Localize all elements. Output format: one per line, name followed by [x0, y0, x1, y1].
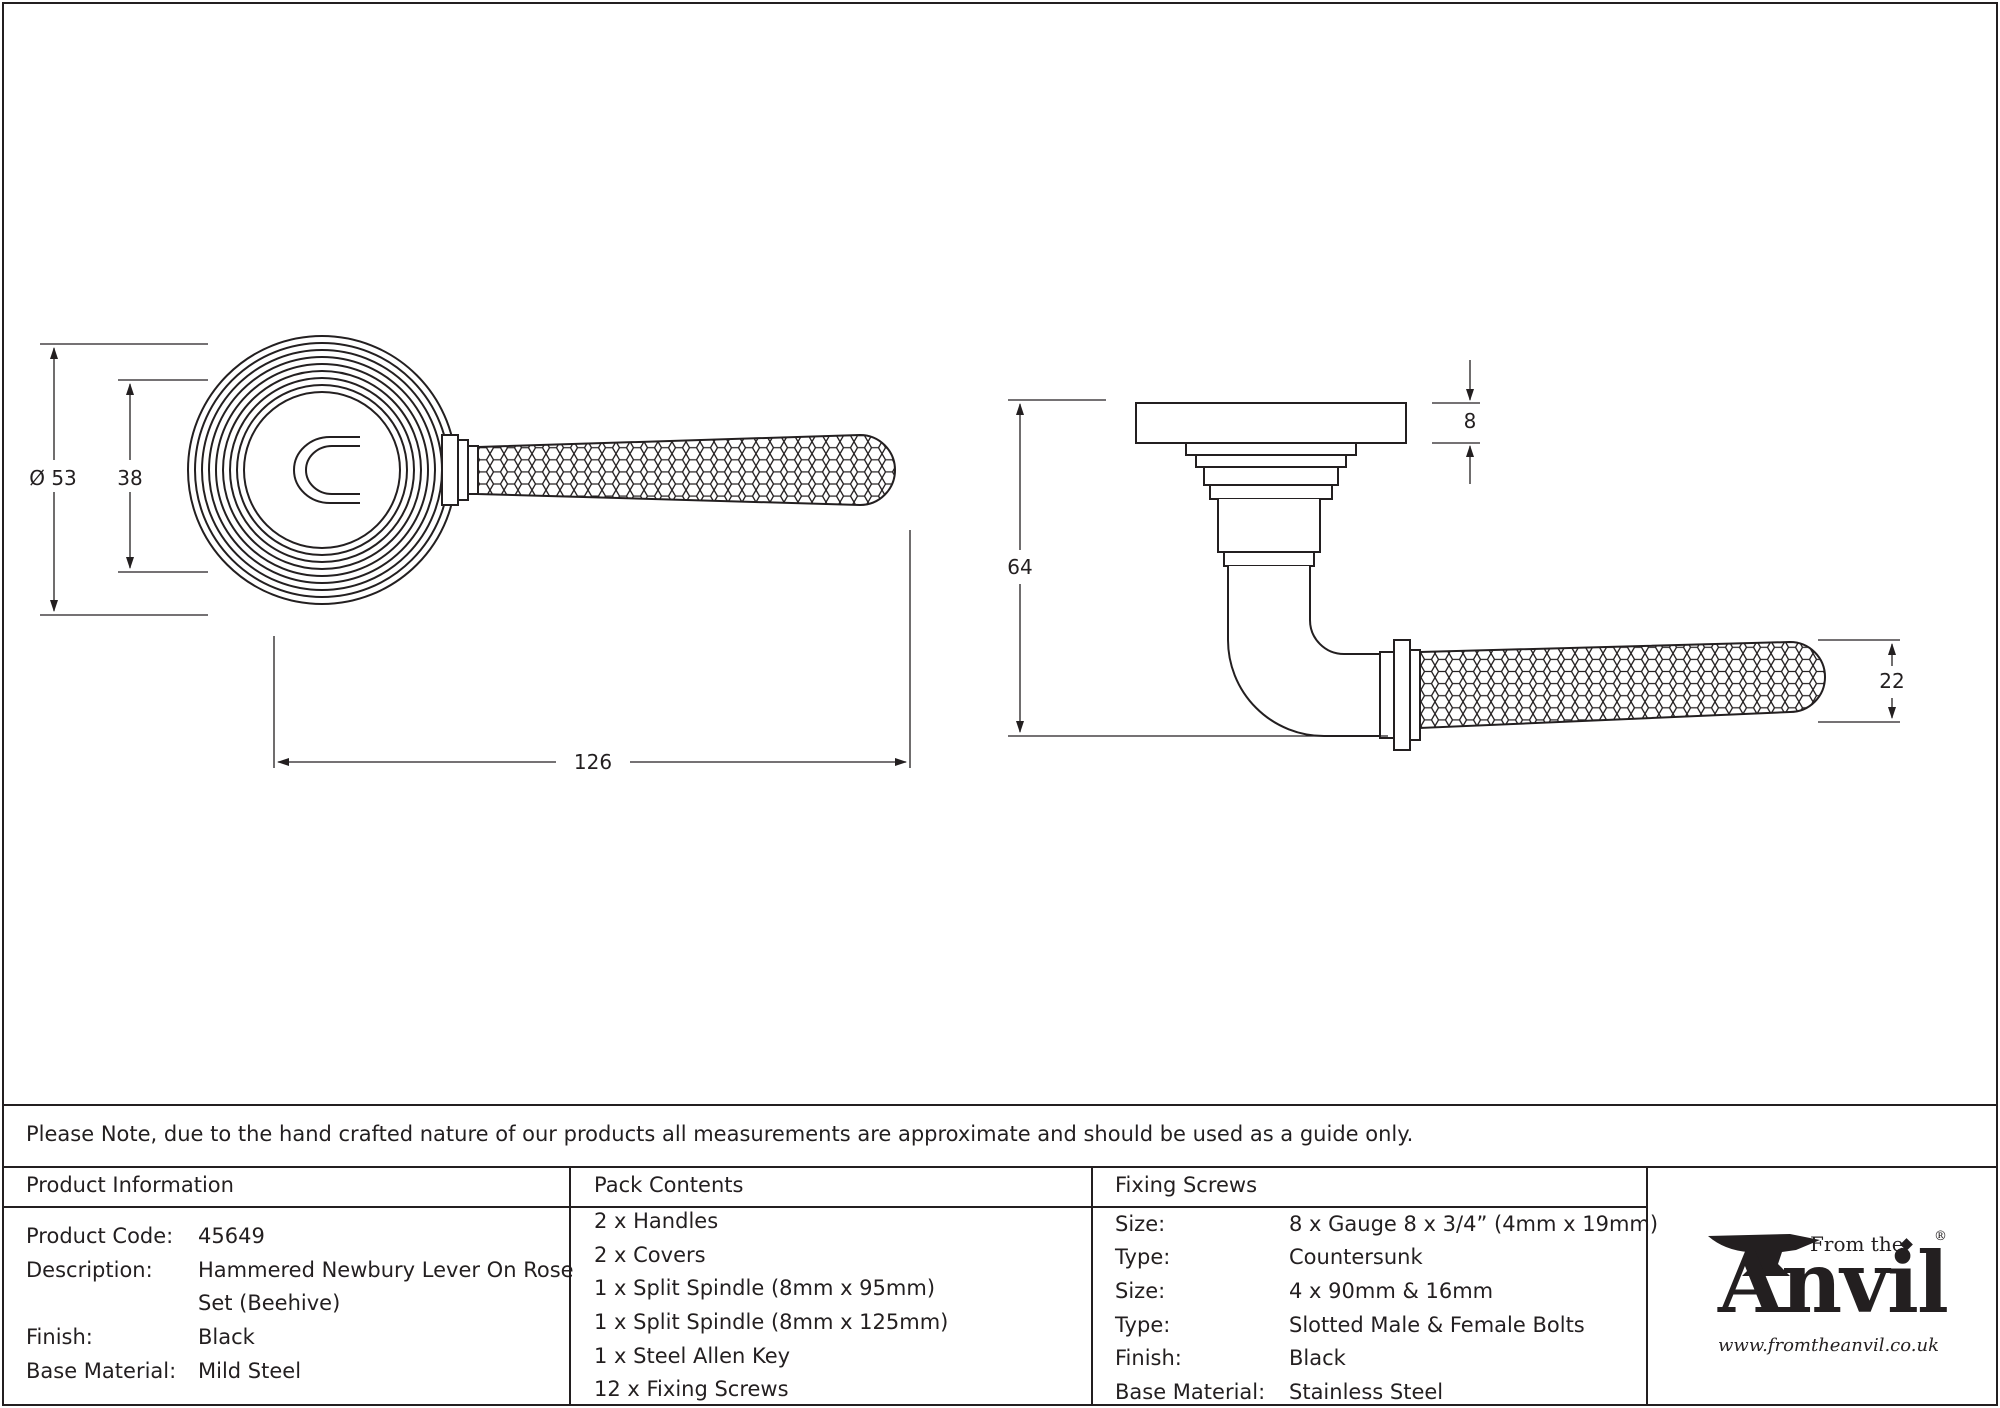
description-value: Hammered Newbury Lever On Rose [198, 1258, 574, 1282]
side-view [1135, 402, 1826, 751]
description-label: Description: [26, 1258, 153, 1282]
lever-grip [477, 433, 896, 507]
list-item: 1 x Split Spindle (8mm x 125mm) [594, 1310, 949, 1334]
list-item: 2 x Covers [594, 1243, 706, 1267]
front-dimensions [40, 343, 911, 768]
dim-rose-inner: 38 [117, 466, 142, 490]
dim-lever-length: 126 [574, 750, 612, 774]
list-item: 2 x Handles [594, 1209, 719, 1233]
lever-elbow [1227, 566, 1381, 737]
from-the-anvil-logo: From the ® Anvil www.fromtheanvil.co.uk [1648, 1168, 1998, 1406]
table-divider [1646, 1166, 1648, 1406]
list-item: 1 x Split Spindle (8mm x 95mm) [594, 1276, 936, 1300]
base-material-value: Mild Steel [198, 1359, 302, 1383]
base-material-label: Base Material: [26, 1359, 177, 1383]
table-divider [569, 1166, 571, 1406]
finish-label: Finish: [26, 1325, 93, 1349]
screw-size-label: Size: [1115, 1212, 1166, 1236]
side-grip [1419, 640, 1826, 730]
dim-rose-depth: 8 [1464, 409, 1477, 433]
dim-rose-diameter: Ø 53 [29, 466, 77, 490]
drawing-area: Ø 53 38 126 [29, 335, 1905, 774]
dim-grip-thickness: 22 [1879, 669, 1904, 693]
spindle-boss [1217, 499, 1321, 553]
logo-url: www.fromtheanvil.co.uk [1718, 1335, 1940, 1356]
screw-type-label: Type: [1115, 1245, 1171, 1269]
front-view [187, 335, 896, 605]
screw-size-value: 8 x Gauge 8 x 3/4” (4mm x 19mm) [1289, 1212, 1659, 1236]
product-code-value: 45649 [198, 1224, 265, 1248]
rose-rings [187, 335, 457, 605]
finish-value: Black [198, 1325, 255, 1349]
side-collar [1379, 651, 1395, 739]
product-information-heading: Product Information [26, 1173, 234, 1197]
description-value-line2: Set (Beehive) [198, 1291, 341, 1315]
screw-finish-value: Black [1289, 1346, 1346, 1370]
dim-overall-projection: 64 [1007, 555, 1032, 579]
lever-collar [441, 434, 459, 506]
fixing-screws-heading: Fixing Screws [1115, 1173, 1258, 1197]
table-divider [2, 1206, 1648, 1208]
side-dimensions [1008, 360, 1900, 737]
bolt-size-value: 4 x 90mm & 16mm [1289, 1279, 1494, 1303]
lever-neck [293, 436, 360, 504]
screw-base-material-value: Stainless Steel [1289, 1380, 1444, 1404]
screw-type-value: Countersunk [1289, 1245, 1423, 1269]
screw-finish-label: Finish: [1115, 1346, 1182, 1370]
anvil-icon [1708, 1234, 1820, 1276]
logo-from-the: From the [1810, 1232, 1904, 1256]
rose-plate [1135, 402, 1407, 444]
screw-base-material-label: Base Material: [1115, 1380, 1266, 1404]
disclaimer-note: Please Note, due to the hand crafted nat… [26, 1122, 1414, 1146]
list-item: 12 x Fixing Screws [594, 1377, 789, 1401]
bolt-type-label: Type: [1115, 1313, 1171, 1337]
bolt-type-value: Slotted Male & Female Bolts [1289, 1313, 1585, 1337]
list-item: 1 x Steel Allen Key [594, 1344, 791, 1368]
logo-registered: ® [1934, 1229, 1947, 1244]
product-code-label: Product Code: [26, 1224, 174, 1248]
table-divider [1091, 1166, 1093, 1406]
pack-contents-heading: Pack Contents [594, 1173, 744, 1197]
logo-brand-name: Anvil [1718, 1233, 1949, 1332]
bolt-size-label: Size: [1115, 1279, 1166, 1303]
table-divider [2, 1166, 1648, 1168]
